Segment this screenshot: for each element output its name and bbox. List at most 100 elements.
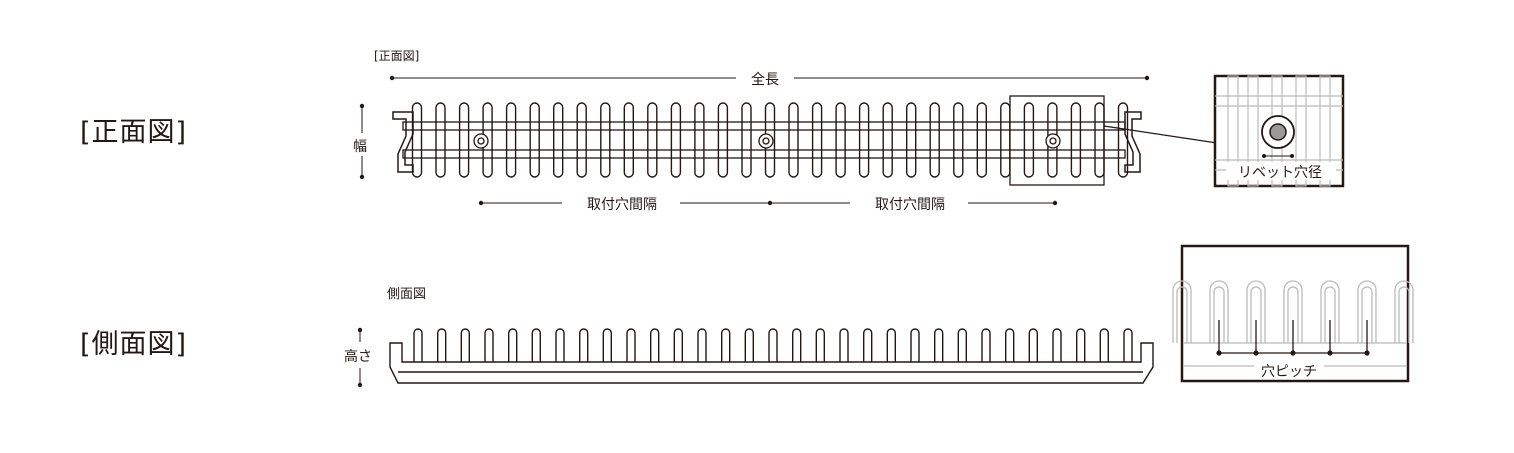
pitch-loop-inner xyxy=(1176,286,1188,343)
side-tooth xyxy=(1099,328,1109,362)
side-tooth xyxy=(792,328,802,362)
side-base xyxy=(389,342,1154,384)
side-view: 側面図 高さ 穴ピッチ xyxy=(344,244,1414,388)
front-tooth xyxy=(882,102,893,178)
side-tooth xyxy=(579,328,589,362)
front-tooth xyxy=(670,102,682,178)
width-label: 幅 xyxy=(353,139,367,155)
side-tooth xyxy=(839,328,849,362)
side-tooth xyxy=(413,328,423,362)
front-teeth xyxy=(411,102,1129,178)
front-view-caption: [正面図] xyxy=(374,49,419,63)
side-tooth xyxy=(910,328,920,362)
total-length-label: 全長 xyxy=(751,71,779,88)
right-end-clip xyxy=(1124,111,1142,173)
magnify-leader-line xyxy=(1103,125,1218,144)
side-tooth xyxy=(555,328,565,362)
magnify-region-box xyxy=(1009,95,1105,186)
width-dimension: 幅 xyxy=(353,103,367,180)
pitch-loop-inner xyxy=(1361,286,1373,343)
pitch-loop xyxy=(1283,280,1303,343)
side-tooth xyxy=(460,328,470,362)
side-tooth xyxy=(1028,328,1038,362)
pitch-loop xyxy=(1394,280,1414,343)
front-tooth xyxy=(411,102,423,178)
front-tooth xyxy=(1000,102,1011,178)
pitch-loop-inner xyxy=(1213,286,1225,343)
front-tooth xyxy=(1117,102,1129,178)
front-tooth xyxy=(1070,102,1082,178)
side-tooth xyxy=(1052,328,1062,362)
front-tooth xyxy=(529,102,540,178)
side-tooth xyxy=(815,328,825,362)
front-tooth xyxy=(953,102,964,178)
side-tooth xyxy=(863,328,873,362)
pitch-loop-inner xyxy=(1250,286,1262,343)
side-teeth xyxy=(413,328,1133,362)
side-tooth xyxy=(886,328,896,362)
side-view-caption: 側面図 xyxy=(387,287,426,302)
front-tooth xyxy=(929,102,940,178)
rivet-holes xyxy=(473,133,1061,149)
side-tooth xyxy=(531,328,541,362)
mount-spacing-label-2: 取付穴間隔 xyxy=(875,197,945,213)
side-tooth xyxy=(508,328,518,362)
front-view: [正面図] 全長 幅 xyxy=(353,49,1345,213)
pitch-loop xyxy=(1246,280,1266,343)
front-tooth xyxy=(976,102,987,178)
side-tooth xyxy=(697,328,707,362)
mount-spacing-label-1: 取付穴間隔 xyxy=(587,197,657,213)
height-label: 高さ xyxy=(344,348,372,365)
pitch-loop-inner xyxy=(1398,286,1410,343)
front-tooth xyxy=(623,102,634,178)
front-tooth xyxy=(576,102,587,178)
pitch-loop xyxy=(1320,280,1340,343)
front-view-section-label: [正面図] xyxy=(80,117,188,148)
side-tooth xyxy=(744,328,754,362)
side-tooth xyxy=(768,328,778,362)
front-tooth xyxy=(788,102,799,178)
front-rails xyxy=(402,121,1126,159)
side-tooth xyxy=(957,328,967,362)
side-tooth xyxy=(602,328,612,362)
pitch-loop xyxy=(1172,280,1192,343)
pitch-loop xyxy=(1209,280,1229,343)
front-tooth xyxy=(717,102,729,178)
left-end-clip xyxy=(392,111,414,173)
front-tooth xyxy=(647,102,658,178)
side-tooth xyxy=(1005,328,1015,362)
mount-spacing-dimension: 取付穴間隔 取付穴間隔 xyxy=(478,197,1058,213)
side-tooth xyxy=(981,328,991,362)
pitch-loop-inner xyxy=(1287,286,1299,343)
rivet-diameter-label: リベット穴径 xyxy=(1238,165,1322,181)
height-dimension: 高さ xyxy=(344,327,372,388)
front-tooth xyxy=(694,102,705,178)
side-tooth xyxy=(484,328,494,362)
front-tooth xyxy=(1094,102,1105,178)
side-tooth xyxy=(626,328,636,362)
side-tooth xyxy=(934,328,944,362)
pitch-loop xyxy=(1357,280,1377,343)
front-tooth xyxy=(600,102,611,178)
front-tooth xyxy=(811,102,823,178)
side-tooth xyxy=(1076,328,1086,362)
front-tooth xyxy=(435,102,446,178)
pitch-loop-inner xyxy=(1324,286,1336,343)
side-tooth xyxy=(1123,328,1133,362)
total-length-dimension: 全長 xyxy=(389,71,1150,88)
front-tooth xyxy=(858,102,870,178)
front-tooth xyxy=(553,102,564,178)
side-tooth xyxy=(673,328,683,362)
side-view-section-label: [側面図] xyxy=(80,329,188,360)
pitch-detail-inset: 穴ピッチ xyxy=(1172,244,1414,383)
front-tooth xyxy=(741,102,752,178)
front-tooth xyxy=(458,102,470,178)
front-tooth xyxy=(505,102,517,178)
front-tooth xyxy=(1023,102,1035,178)
side-tooth xyxy=(721,328,731,362)
rivet-detail-inset: リベット穴径 xyxy=(1213,74,1345,188)
side-tooth xyxy=(437,328,447,362)
side-tooth xyxy=(650,328,660,362)
front-tooth xyxy=(906,102,917,178)
